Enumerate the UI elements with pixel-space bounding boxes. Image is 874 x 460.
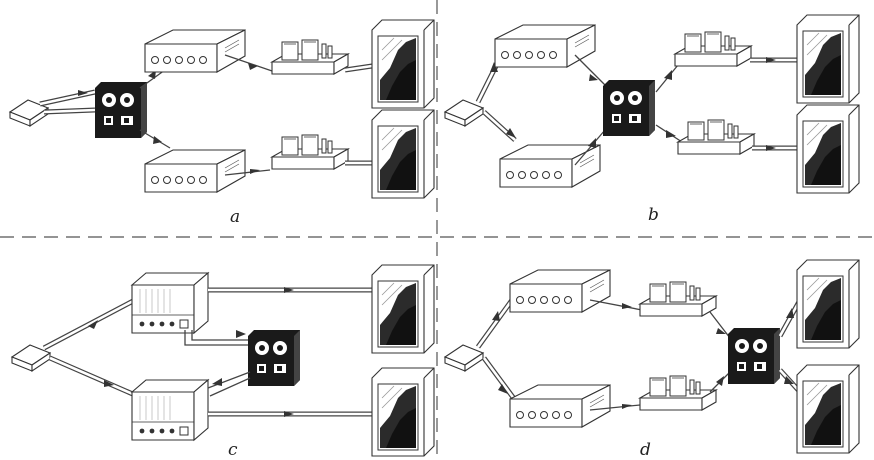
loudspeaker-icon [371,264,435,354]
arrow [622,404,632,409]
loudspeaker-icon [796,14,860,104]
loudspeaker-icon [796,259,860,349]
arrow [784,376,794,384]
control-unit-icon [603,80,655,136]
arrow [588,138,596,148]
power-amplifier-icon [639,281,717,317]
arrow [212,378,222,386]
arrow [766,57,776,63]
loudspeaker-icon [796,104,860,194]
arrow [104,380,114,387]
phono-cartridge-icon [444,344,484,372]
arrow [492,311,500,321]
arrow [248,63,258,70]
power-amplifier-icon [677,119,755,155]
arrow [250,169,260,174]
panel-label-a: a [230,207,240,227]
arrow [666,130,676,138]
panel-label-b: b [648,205,659,225]
receiver-icon [131,272,209,334]
arrow [766,145,776,151]
loudspeaker-icon [796,364,860,454]
panel-d: d [444,259,860,460]
arrow [153,136,162,144]
control-unit-icon [248,330,300,386]
phono-cartridge-icon [11,344,51,372]
arrow [284,287,294,293]
arrow [589,74,598,81]
power-amplifier-icon [674,31,752,67]
panel-b: b [444,14,860,225]
power-amplifier-icon [639,375,717,411]
preamplifier-icon [509,384,611,428]
panel-c: c [11,264,435,460]
arrow [284,411,294,417]
control-unit-icon [95,82,147,138]
loudspeaker-icon [371,19,435,109]
loudspeaker-icon [371,109,435,199]
preamplifier-icon [499,144,601,188]
arrow [716,328,726,334]
arrow [498,384,508,394]
panel-label-c: c [228,440,238,460]
arrow [490,62,498,72]
preamplifier-icon [509,269,611,313]
arrow [622,303,632,309]
receiver-icon [131,379,209,441]
preamplifier-icon [144,149,246,193]
arrow [88,320,98,329]
loudspeaker-icon [371,367,435,457]
preamplifier-icon [144,29,246,73]
phono-cartridge-icon [444,99,484,127]
arrow [786,308,794,318]
arrow [506,128,516,138]
panel-label-d: d [640,440,651,460]
arrow [236,330,246,338]
power-amplifier-icon [271,39,349,75]
control-unit-icon [728,328,780,384]
panel-a: a [9,19,435,227]
arrow [78,90,88,96]
power-amplifier-icon [271,134,349,170]
arrow [664,70,672,80]
arrow [716,376,724,386]
